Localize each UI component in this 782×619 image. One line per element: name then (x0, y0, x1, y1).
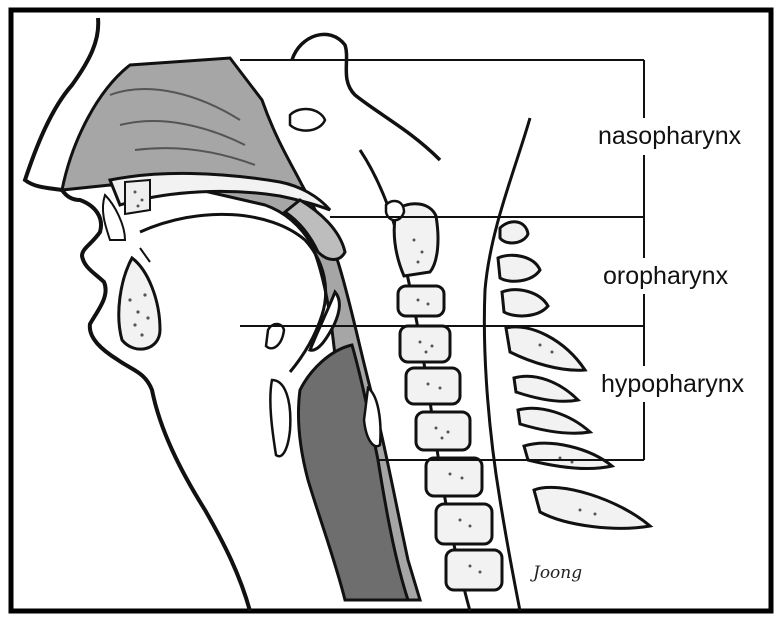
hypopharynx-label: hypopharynx (601, 372, 744, 397)
nasopharynx-label: nasopharynx (598, 124, 741, 149)
hyoid (266, 324, 284, 348)
skull-base (292, 34, 440, 160)
artist-signature: Joong (533, 563, 582, 583)
mandible-symphysis (119, 258, 160, 349)
oropharynx-label: oropharynx (603, 264, 728, 289)
cervical-vertebral-bodies (394, 204, 502, 590)
tongue (140, 214, 326, 372)
thyroid-cartilage (270, 380, 290, 456)
larynx-trachea (298, 345, 408, 600)
